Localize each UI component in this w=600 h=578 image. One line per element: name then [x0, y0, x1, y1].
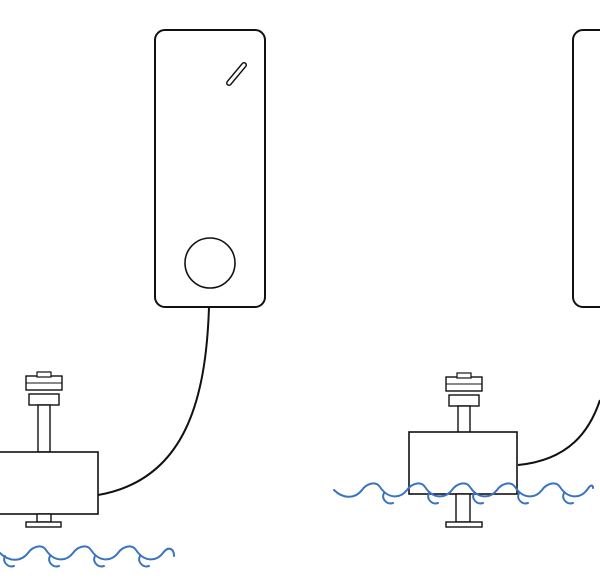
right-hub-body	[572, 29, 600, 308]
right-cable	[517, 399, 600, 466]
left-installation	[0, 29, 266, 568]
circle-button-icon	[184, 237, 236, 289]
glare-slash-icon	[226, 62, 247, 86]
wave-icon	[333, 482, 594, 505]
left-cable	[97, 306, 210, 496]
left-hub-body	[154, 29, 266, 308]
left-probe-body	[0, 451, 99, 515]
right-probe-sensor	[408, 372, 518, 528]
right-installation	[333, 29, 600, 528]
left-probe-sensor	[0, 371, 99, 528]
left-hub-device	[154, 29, 266, 308]
right-hub-device	[572, 29, 600, 308]
right-probe-body	[408, 431, 518, 495]
wave-icon	[0, 545, 175, 568]
